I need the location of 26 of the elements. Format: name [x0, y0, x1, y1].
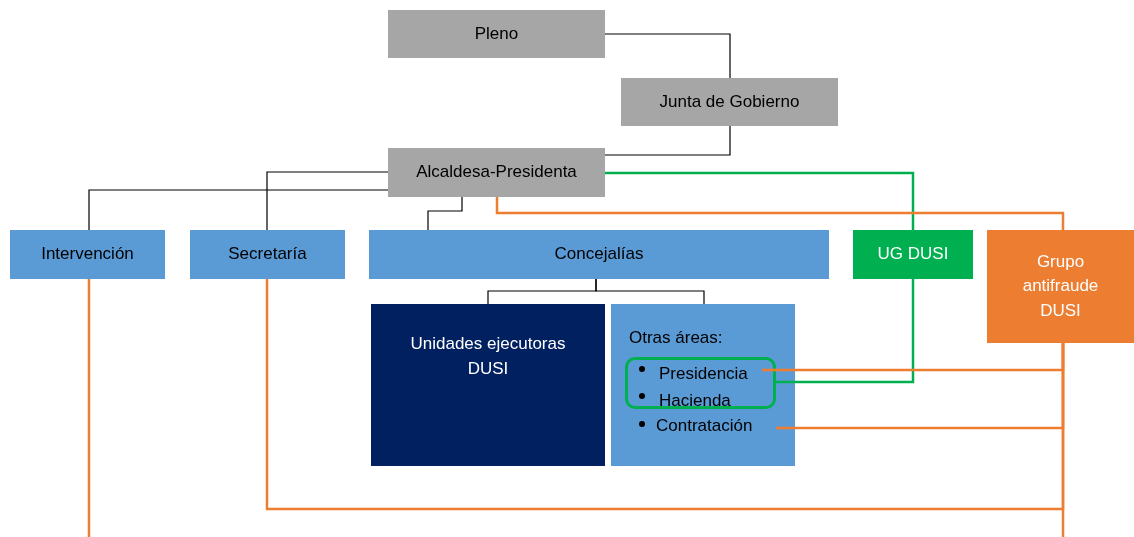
connector-line [266, 171, 389, 231]
org-box: Alcaldesa-Presidenta [388, 148, 605, 197]
connector-line [88, 189, 389, 231]
unit-box: Unidades ejecutoras DUSI [371, 304, 605, 466]
list-item: Contratación [656, 414, 776, 436]
connector-line [604, 125, 731, 156]
group-box: Grupo antifraude DUSI [987, 230, 1134, 343]
connector-line [776, 279, 915, 384]
department-box: Secretaría [190, 230, 345, 279]
list-item: Hacienda [659, 389, 759, 411]
area-heading: Otras áreas: [629, 327, 723, 349]
highlight-frame [625, 357, 776, 409]
connector-line [1061, 343, 1065, 537]
department-box: Intervención [10, 230, 165, 279]
connector-line [495, 197, 1065, 230]
list-item: Presidencia [659, 362, 765, 384]
department-box: Concejalías [369, 230, 829, 279]
connector-line [595, 278, 705, 305]
org-box: Pleno [388, 10, 605, 58]
unit-box: UG DUSI [853, 230, 973, 279]
connector-line [605, 171, 915, 230]
connector-line [427, 196, 463, 231]
org-box: Junta de Gobierno [621, 78, 838, 126]
connector-line [87, 279, 91, 537]
connector-line [604, 33, 731, 79]
connector-line [265, 279, 1065, 511]
